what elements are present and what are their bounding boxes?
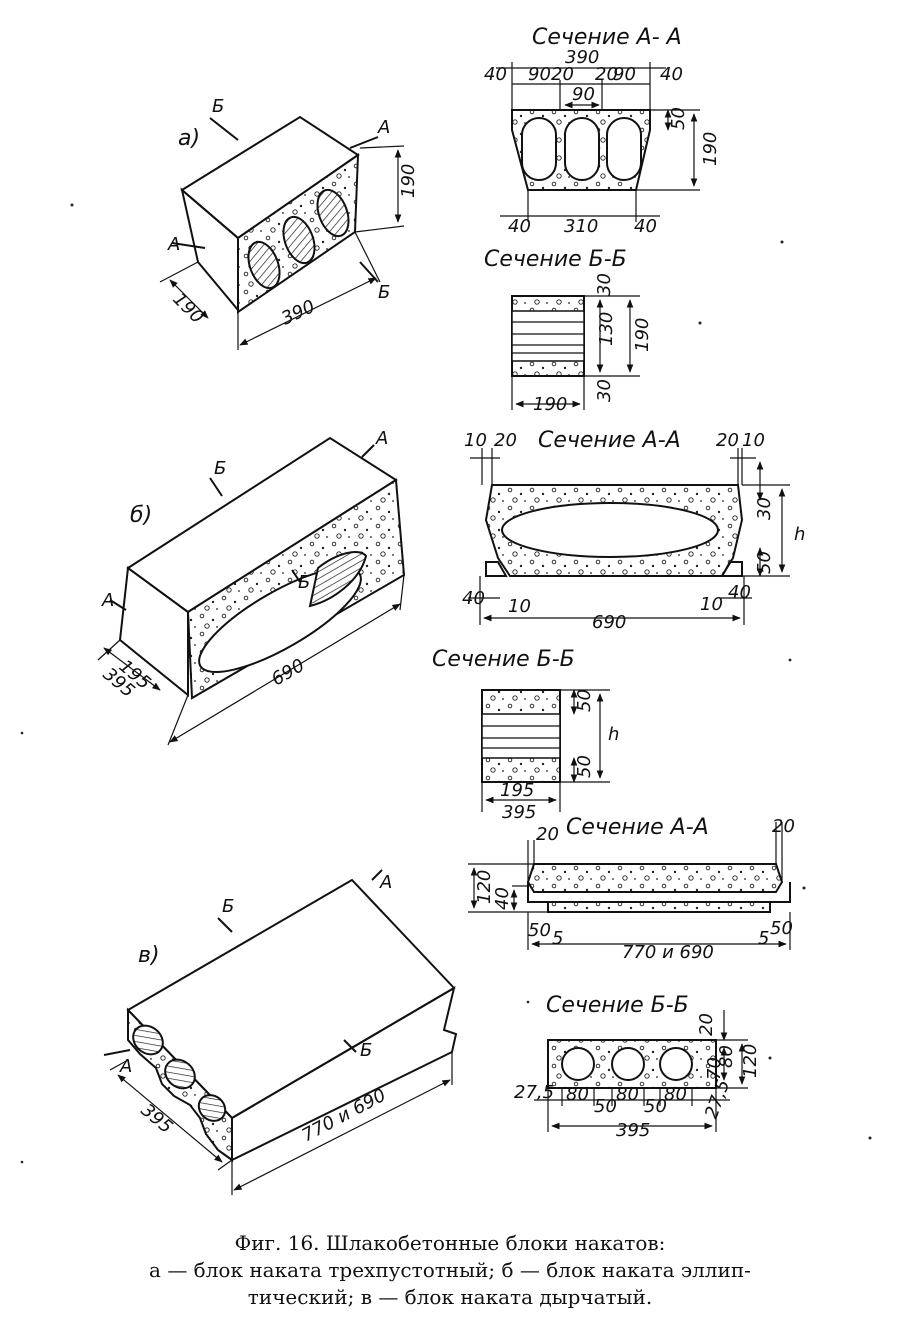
- b-bb-dim-50-top: 50: [574, 689, 595, 712]
- a-aa-dim-40-right: 40: [660, 64, 683, 85]
- c-aa-dim-20-left: 20: [536, 824, 559, 845]
- block-b-section-bb-title: Сечение Б-Б: [432, 647, 575, 672]
- c-bb-dim-80-a: 80: [566, 1084, 589, 1105]
- block-a-section-aa-title: Сечение А- А: [532, 25, 682, 50]
- c-aa-dim-40: 40: [492, 887, 513, 910]
- block-a-section-bb-drawing: [511, 295, 640, 410]
- block-c-dim-770: 770 и 690: [298, 1085, 389, 1147]
- block-b-cut-a2: А: [101, 590, 114, 611]
- block-b-cut-b2: Б: [298, 572, 310, 593]
- a-aa-dim-40-bottom-right: 40: [634, 216, 657, 237]
- figure-16-drawing: а) Б А А Б 190 390 190 Сечение А- А 40 9…: [20, 25, 872, 1195]
- scan-specks: [20, 203, 872, 1164]
- a-bb-dim-30-top: 30: [594, 273, 615, 296]
- block-b-section-aa-title: Сечение А-А: [538, 428, 681, 453]
- a-aa-dim-40-left: 40: [484, 64, 507, 85]
- b-bb-dim-50-bottom: 50: [574, 755, 595, 778]
- c-bb-dim-20: 20: [696, 1013, 717, 1036]
- block-a-cut-b: Б: [212, 96, 224, 117]
- c-aa-dim-5-left: 5: [552, 928, 563, 949]
- c-aa-dim-50-right: 50: [770, 918, 793, 939]
- block-b-section-aa-drawing: [468, 448, 790, 625]
- a-aa-dim-310: 310: [564, 216, 598, 237]
- c-aa-dim-50-left: 50: [528, 920, 551, 941]
- block-c-section-bb-title: Сечение Б-Б: [546, 993, 689, 1018]
- block-a-cut-b2: Б: [378, 282, 390, 303]
- a-bb-dim-190-horizontal: 190: [533, 394, 567, 415]
- block-a-dim-length: 390: [278, 296, 318, 330]
- caption-line-1: Фиг. 16. Шлакобетонные блоки накатов:: [234, 1231, 666, 1255]
- block-c-cut-a2: А: [119, 1056, 132, 1077]
- block-c-section-aa-title: Сечение А-А: [566, 815, 709, 840]
- block-b-cut-b: Б: [214, 458, 226, 479]
- b-aa-dim-50: 50: [754, 551, 775, 574]
- b-bb-dim-h: h: [608, 724, 619, 745]
- a-aa-dim-20-a: 20: [551, 64, 574, 85]
- c-bb-dim-80-b: 80: [616, 1084, 639, 1105]
- c-aa-dim-5-right: 5: [758, 928, 769, 949]
- b-aa-dim-20-left: 20: [494, 430, 517, 451]
- b-aa-dim-h: h: [794, 524, 805, 545]
- b-aa-dim-40-left: 40: [462, 588, 485, 609]
- a-aa-dim-190: 190: [700, 132, 721, 166]
- c-bb-dim-80-c: 80: [664, 1084, 687, 1105]
- a-aa-dim-20-b: 20: [595, 64, 618, 85]
- block-a-dim-height: 190: [398, 164, 419, 198]
- c-bb-dim-395: 395: [616, 1120, 650, 1141]
- b-aa-dim-10-bottom-left: 10: [508, 596, 531, 617]
- block-b-isometric: [97, 436, 406, 746]
- a-aa-dim-90-c: 90: [572, 84, 595, 105]
- c-bb-dim-70: 70: [704, 1057, 725, 1080]
- block-b-dim-690: 690: [268, 655, 308, 690]
- block-a-isometric: [159, 115, 405, 350]
- block-b-cut-a: А: [375, 428, 388, 449]
- block-b-section-bb-drawing: [481, 689, 610, 812]
- c-bb-dim-27-5-left: 27,5: [514, 1082, 554, 1103]
- b-aa-dim-40-right: 40: [728, 582, 751, 603]
- block-a-cut-a2: А: [167, 234, 180, 255]
- a-bb-dim-30-bottom: 30: [594, 379, 615, 402]
- b-bb-dim-195: 195: [500, 780, 534, 801]
- block-a-section-aa-drawing: [496, 62, 700, 222]
- block-c-section-aa-drawing: [468, 822, 791, 950]
- b-bb-dim-395: 395: [502, 802, 536, 823]
- block-c-cut-b2: Б: [360, 1040, 372, 1061]
- b-aa-dim-690: 690: [592, 612, 626, 633]
- block-c-dim-395: 395: [137, 1100, 177, 1138]
- block-a-cut-a: А: [377, 117, 390, 138]
- block-c-cut-b: Б: [222, 896, 234, 917]
- caption-line-3: тический; в — блок наката дырчатый.: [247, 1285, 653, 1309]
- a-bb-dim-130: 130: [596, 312, 617, 346]
- a-aa-dim-50: 50: [668, 107, 689, 130]
- block-b-letter: б): [130, 503, 152, 528]
- a-aa-dim-90-b: 90: [613, 64, 636, 85]
- b-aa-dim-10-bottom-right: 10: [700, 594, 723, 615]
- b-aa-dim-10-left: 10: [464, 430, 487, 451]
- c-bb-dim-50-a: 50: [594, 1096, 617, 1117]
- block-a-section-bb-title: Сечение Б-Б: [484, 247, 627, 272]
- b-aa-dim-30: 30: [754, 497, 775, 520]
- a-aa-dim-40-bottom-left: 40: [508, 216, 531, 237]
- c-aa-dim-20-right: 20: [772, 816, 795, 837]
- c-aa-dim-120: 120: [474, 870, 495, 904]
- a-bb-dim-190-vertical: 190: [632, 318, 653, 352]
- b-aa-dim-20-right: 20: [716, 430, 739, 451]
- a-aa-dim-390: 390: [565, 47, 599, 68]
- c-bb-dim-120: 120: [740, 1044, 761, 1078]
- block-a-letter: а): [178, 126, 200, 151]
- c-bb-dim-80-vertical: 80: [716, 1045, 737, 1068]
- block-c-letter: в): [138, 943, 160, 968]
- block-c-isometric: [103, 869, 458, 1195]
- a-aa-dim-90-a: 90: [528, 64, 551, 85]
- block-c-cut-a: А: [379, 872, 392, 893]
- block-a-dim-width: 190: [168, 289, 207, 328]
- b-aa-dim-10-right: 10: [742, 430, 765, 451]
- c-aa-dim-770: 770 и 690: [622, 942, 714, 963]
- caption-line-2: а — блок наката трехпустотный; б — блок …: [149, 1258, 751, 1282]
- block-c-section-bb-drawing: [534, 1010, 748, 1132]
- c-bb-dim-50-b: 50: [644, 1096, 667, 1117]
